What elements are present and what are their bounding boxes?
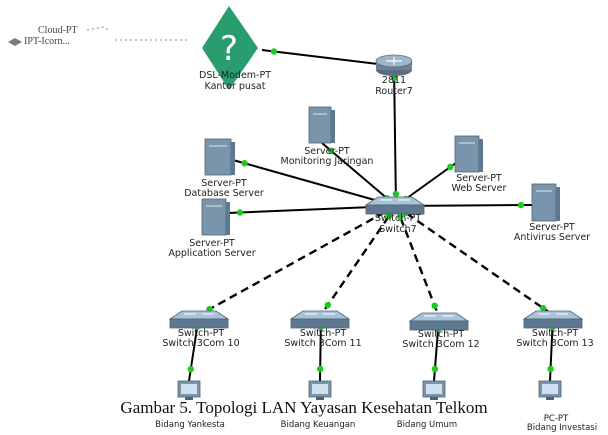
server-web-type-label: Server-PT [456,173,502,184]
server-web-name-label: Web Server [452,183,507,194]
port-light [547,365,554,373]
switch-3com-12-name-label: Switch 3Com 12 [402,339,479,350]
server-antivirus-name-label: Antivirus Server [514,232,590,243]
links-layer [188,49,554,382]
server-antivirus-type-label: Server-PT [529,222,575,233]
server-monitoring-name-label: Monitoring Jaringan [281,156,374,167]
switch-3com-10-type-label: Switch-PT [178,328,225,339]
switch-3com-12-type-label: Switch-PT [418,329,465,340]
server-icon [531,183,560,222]
switch-3com-13-type-label: Switch-PT [532,328,579,339]
pc-keuangan-name-label: Bidang Keuangan [281,420,356,430]
port-light [397,213,404,221]
switch-icon [364,196,426,215]
server-application-name-label: Application Server [168,248,255,259]
server-antivirus-node: Server-PT Antivirus Server [514,183,590,243]
dsl-modem-name-label: Kantor pusat [205,81,266,92]
pc-icon [177,380,201,400]
link-core_switch-sw13 [395,205,554,316]
switch-3com-10-name-label: Switch 3Com 10 [162,338,239,349]
switch-icon [168,310,230,329]
port-light [324,301,332,309]
router-name-label: Router7 [375,86,413,97]
pc-investasi-node: PC-PT Bidang Investasi [527,380,597,433]
core-switch-name-label: Switch7 [379,224,416,235]
switch-3com-13-node: Switch-PT Switch 3Com 13 [516,310,594,349]
server-application-type-label: Server-PT [189,238,235,249]
switch-icon [408,312,470,331]
server-icon [201,198,230,236]
server-icon [204,138,235,176]
pc-keuangan-node: Bidang Keuangan [281,380,356,430]
port-light [270,48,278,55]
server-monitoring-type-label: Server-PT [304,146,350,157]
pc-umum-name-label: Bidang Umum [397,420,457,430]
server-application-node: Server-PT Application Server [168,198,256,259]
port-light [431,365,439,373]
pc-investasi-name-label: Bidang Investasi [527,423,597,433]
switch-icon [522,310,584,329]
cloud-node: Cloud-PT IPT-Icorn... [8,25,190,47]
router-type-label: 2811 [382,75,406,86]
server-database-node: Server-PT Database Server [184,138,264,199]
switch-3com-13-name-label: Switch 3Com 13 [516,338,593,349]
pc-icon [308,380,332,400]
pc-yankesta-name-label: Bidang Yankesta [155,420,225,430]
link-core_switch-srv_database [232,159,397,207]
cloud-icon [8,38,22,46]
server-icon [454,135,483,173]
pc-yankesta-node: Bidang Yankesta [155,380,225,430]
core-switch-type-label: Switch-PT [375,213,422,224]
switch-icon [289,310,351,329]
port-light [327,147,335,154]
port-light [187,365,194,373]
port-light [390,74,398,82]
server-icon [308,106,335,144]
server-database-name-label: Database Server [184,188,264,199]
port-light [431,302,438,310]
router-node: 2811 Router7 [375,54,413,97]
port-light [517,201,525,209]
dsl-modem-node: DSL-Modem-PT Kantor pusat [199,70,271,92]
cloud-label-name: IPT-Icorn... [24,36,70,47]
pc-investasi-type-label: PC-PT [544,414,569,424]
server-database-type-label: Server-PT [201,178,247,189]
port-light [316,365,324,373]
link-dsl_modem-router [261,49,395,67]
pc-umum-node: Bidang Umum [397,380,457,430]
port-light [392,190,400,198]
core-switch-node: Switch-PT Switch7 [364,196,426,235]
link-router-core_switch [393,65,397,207]
cloud-label-type: Cloud-PT [38,25,77,36]
switch-3com-11-type-label: Switch-PT [300,328,347,339]
link-core_switch-sw11 [320,205,397,316]
server-web-node: Server-PT Web Server [452,135,507,194]
figure-caption: Gambar 5. Topologi LAN Yayasan Kesehatan… [120,398,488,417]
router-icon [375,54,413,76]
link-core_switch-sw10 [198,204,397,317]
question-diamond-icon: ? [202,6,258,90]
switch-3com-11-name-label: Switch 3Com 11 [284,338,361,349]
port-light [539,304,547,312]
port-light [236,209,244,216]
switch-3com-11-node: Switch-PT Switch 3Com 11 [284,310,362,349]
dsl-modem-type-label: DSL-Modem-PT [199,70,271,81]
svg-text:?: ? [220,29,238,69]
server-monitoring-node: Server-PT Monitoring Jaringan [281,106,374,167]
link-core_switch-srv_monitoring [321,142,397,207]
switch-3com-10-node: Switch-PT Switch 3Com 10 [162,310,240,349]
pc-icon [422,380,446,400]
link-core_switch-sw12 [394,205,441,318]
port-light [241,160,248,167]
port-light [447,163,454,171]
switch-3com-12-node: Switch-PT Switch 3Com 12 [402,312,480,350]
pc-icon [538,380,562,400]
